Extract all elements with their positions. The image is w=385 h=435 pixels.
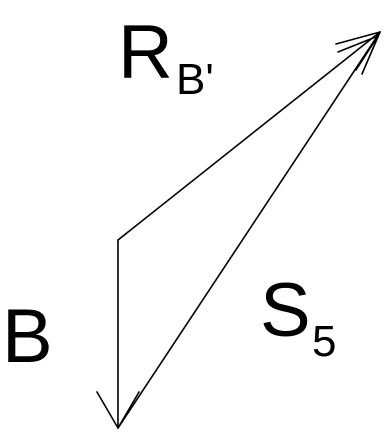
label-s-main: S — [260, 268, 311, 353]
label-s-subscript: 5 — [312, 317, 336, 366]
label-r-main: R — [118, 10, 173, 95]
vector-b — [96, 239, 140, 429]
label-r: R B' — [118, 10, 214, 104]
label-s: S 5 — [260, 268, 336, 366]
vector-r-line — [117, 31, 381, 241]
label-r-subscript: B' — [176, 55, 214, 104]
vector-s — [117, 31, 381, 429]
label-b: B — [2, 294, 53, 379]
vector-s-line — [117, 31, 381, 429]
